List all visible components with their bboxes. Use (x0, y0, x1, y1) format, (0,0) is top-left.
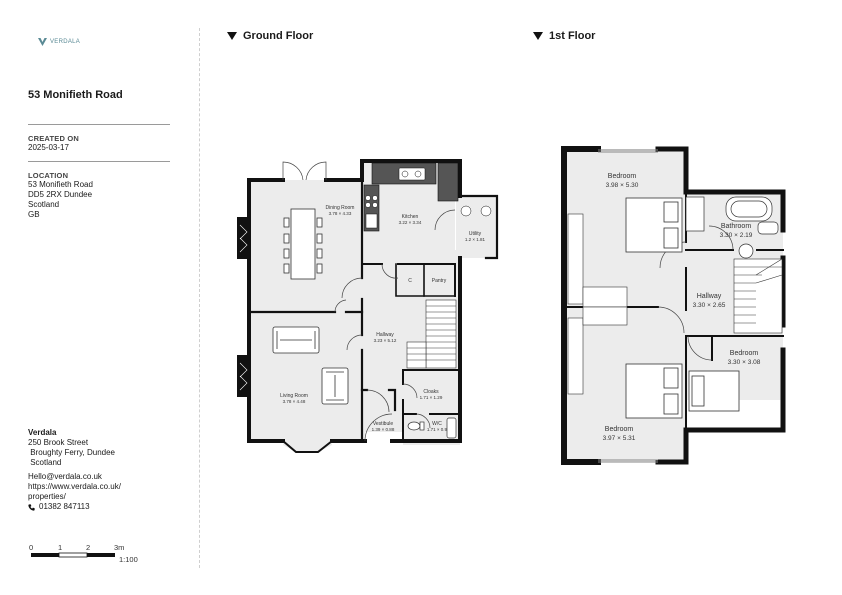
scale-tick-label: 1 (58, 543, 62, 552)
divider (28, 124, 170, 125)
room-name: Bedroom (730, 350, 759, 357)
sidebar-divider (199, 28, 200, 568)
room-name: Hallway (697, 293, 722, 300)
divider (28, 161, 170, 162)
scale-tick-label: 2 (86, 543, 90, 552)
verdala-logo: VERDALA (38, 38, 80, 46)
logo-text: VERDALA (50, 39, 81, 45)
scale-bar-graphic: 0 1 2 3m 1:100 (29, 543, 138, 564)
room-dimensions: 1.2 × 1.81 (465, 237, 486, 242)
room-name: W/C (432, 421, 442, 427)
ground-floor-heading[interactable]: Ground Floor (227, 30, 313, 42)
scale-tick-label: 3m (114, 543, 124, 552)
room-dimensions: 3.97 × 5.31 (603, 435, 636, 442)
company-url-link[interactable]: https://www.verdala.co.uk/ properties/ (28, 482, 121, 502)
first-floor-plan: Bedroom 3.98 × 5.30 Bathroom 3.30 × 2.19… (561, 146, 786, 465)
room-name: Bedroom (608, 173, 637, 180)
room-dimensions: 1.71 × 0.9 (427, 427, 448, 432)
room-dimensions: 3.78 × 4.48 (283, 399, 306, 404)
company-url-line: properties/ (28, 492, 66, 501)
created-block: CREATED ON 2025-03-17 (28, 134, 79, 153)
company-email-link[interactable]: Hello@verdala.co.uk (28, 472, 102, 481)
room-name: Utility (469, 231, 482, 237)
first-floor-title: 1st Floor (549, 30, 596, 42)
room-name: Vestibule (373, 421, 394, 427)
location-label: LOCATION (28, 171, 69, 180)
company-address-line: Scotland (28, 458, 62, 467)
room-dimensions: 3.30 × 2.65 (693, 302, 726, 309)
company-phone[interactable]: 01382 847113 (28, 502, 121, 512)
room-name: Hallway (376, 332, 394, 338)
scale-tick-label: 0 (29, 543, 33, 552)
company-block: Verdala 250 Brook Street Broughty Ferry,… (28, 428, 121, 512)
created-value: 2025-03-17 (28, 143, 69, 152)
logo-mark-icon (38, 38, 47, 46)
ground-floor-plan: Dining Room 3.78 × 4.33 Kitchen 3.22 × 3… (237, 159, 499, 453)
location-block: LOCATION 53 Monifieth Road DD5 2RX Dunde… (28, 171, 93, 220)
company-address-line: 250 Brook Street (28, 438, 89, 447)
collapse-triangle-icon (533, 32, 543, 40)
room-dimensions: 3.30 × 2.19 (720, 232, 753, 239)
company-address-line: Broughty Ferry, Dundee (28, 448, 116, 457)
scale-bar: 0 1 2 3m 1:100 (28, 543, 148, 570)
location-line: GB (28, 210, 40, 219)
room-name: Bathroom (721, 223, 752, 230)
company-phone-number: 01382 847113 (39, 502, 90, 511)
scale-ratio: 1:100 (119, 555, 138, 564)
room-dimensions: 3.30 × 3.08 (728, 359, 761, 366)
room-name: Kitchen (402, 214, 419, 220)
room-dimensions: 3.23 × 5.12 (374, 338, 397, 343)
room-name: Living Room (280, 393, 308, 399)
location-line: 53 Monifieth Road (28, 180, 93, 189)
room-name: Bedroom (605, 426, 634, 433)
room-dimensions: 1.39 × 0.88 (372, 427, 395, 432)
location-line: DD5 2RX Dundee (28, 190, 93, 199)
room-dimensions: 3.78 × 4.33 (329, 211, 352, 216)
info-sidebar: VERDALA 53 Monifieth Road CREATED ON 202… (0, 0, 200, 595)
first-floor-heading[interactable]: 1st Floor (533, 30, 595, 42)
company-name: Verdala (28, 428, 57, 437)
location-line: Scotland (28, 200, 60, 209)
room-name: Cloaks (423, 389, 439, 395)
room-name: Dining Room (326, 205, 355, 211)
collapse-triangle-icon (227, 32, 237, 40)
room-dimensions: 1.71 × 1.29 (420, 395, 443, 400)
property-title: 53 Monifieth Road (28, 89, 123, 101)
room-dimensions: 3.98 × 5.30 (606, 182, 639, 189)
room-name: Pantry (432, 278, 447, 284)
company-url-line: https://www.verdala.co.uk/ (28, 482, 121, 491)
created-label: CREATED ON (28, 134, 80, 143)
room-dimensions: 3.22 × 3.34 (399, 220, 422, 225)
room-name: C (408, 278, 412, 284)
ground-floor-title: Ground Floor (243, 30, 314, 42)
phone-icon (28, 503, 35, 511)
